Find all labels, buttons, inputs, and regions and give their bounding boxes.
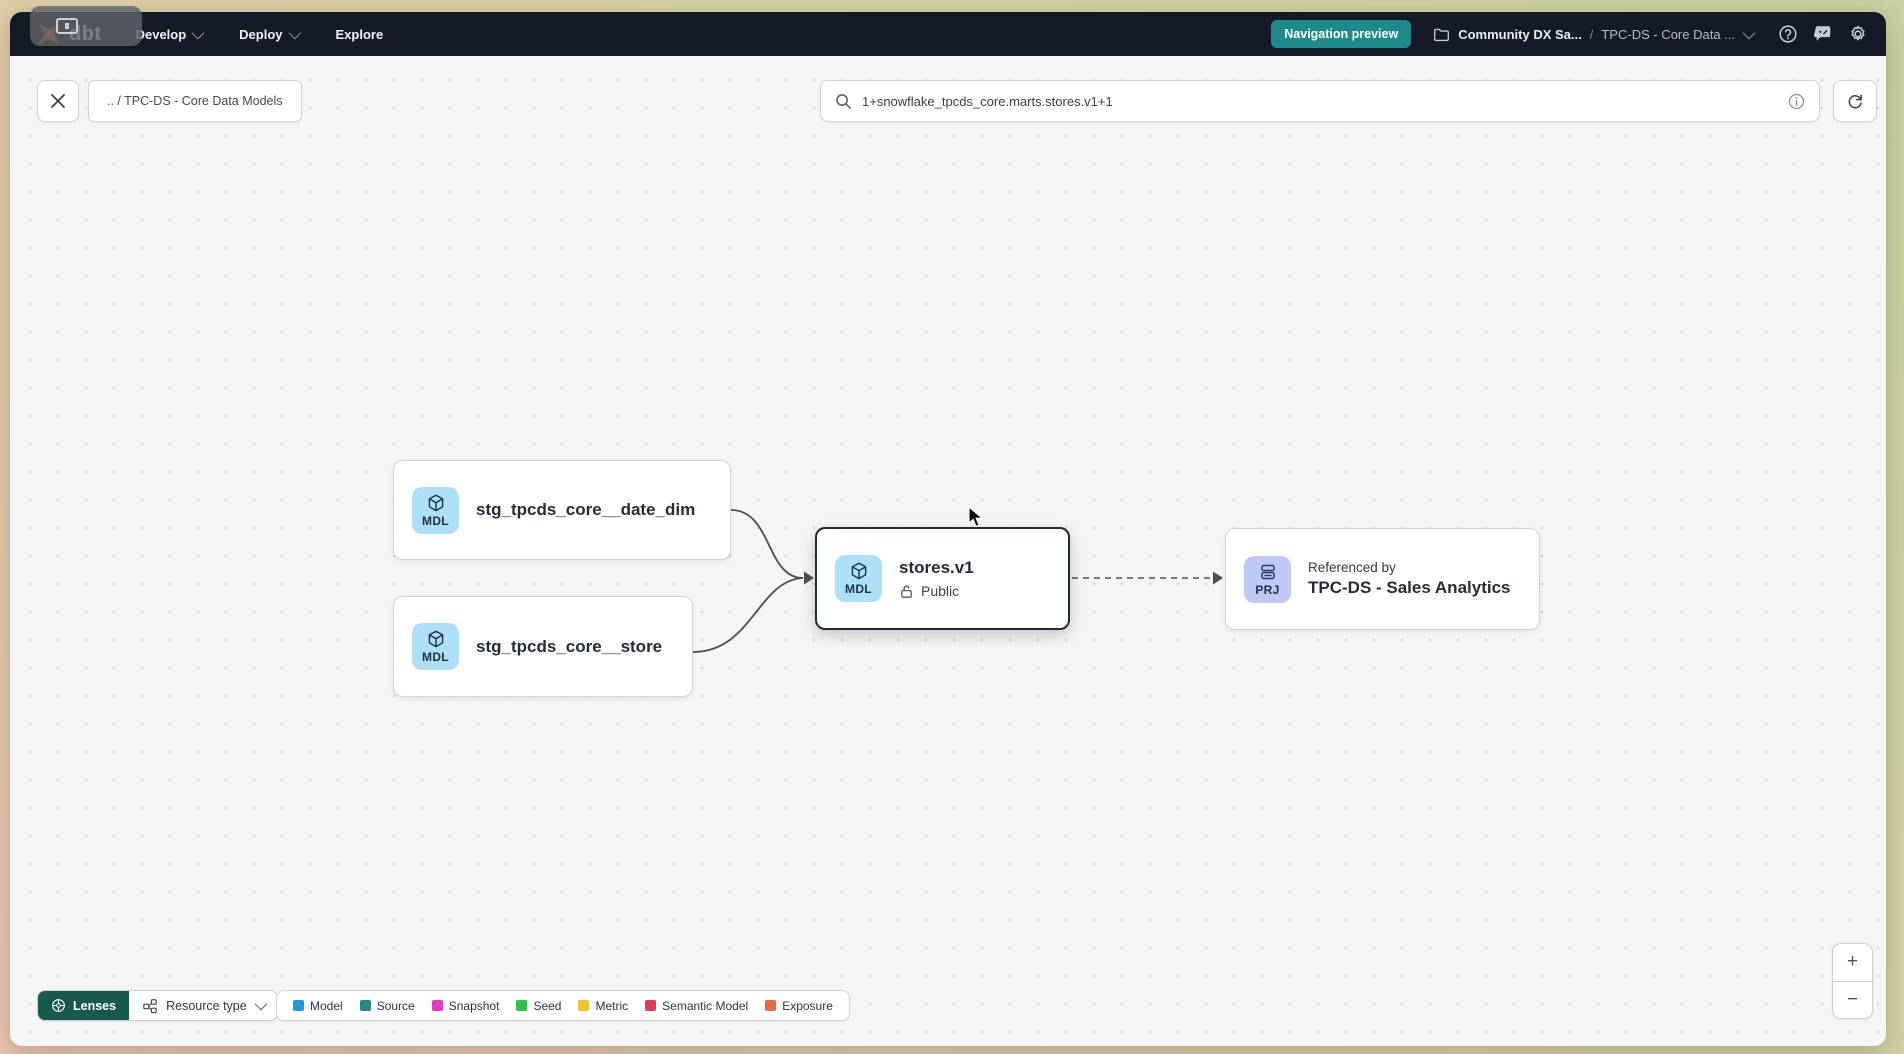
settings-icon[interactable] bbox=[1848, 24, 1868, 44]
screen-share-widget[interactable] bbox=[30, 6, 142, 46]
legend-item-semantic-model: Semantic Model bbox=[645, 999, 748, 1013]
unlock-icon bbox=[901, 585, 912, 598]
node-stg-tpcds-core-date-dim[interactable]: MDL stg_tpcds_core__date_dim bbox=[393, 460, 731, 560]
refresh-icon bbox=[1848, 94, 1862, 109]
screen-icon bbox=[56, 18, 78, 34]
menu-develop[interactable]: Develop bbox=[136, 26, 205, 42]
chevron-down-icon bbox=[288, 26, 301, 39]
menu-explore[interactable]: Explore bbox=[335, 26, 384, 42]
model-badge: MDL bbox=[412, 486, 459, 534]
node-title: stg_tpcds_core__date_dim bbox=[476, 500, 696, 519]
cube-icon bbox=[428, 630, 443, 648]
snapshot-color-swatch bbox=[431, 1000, 443, 1011]
referenced-by-label: Referenced by bbox=[1308, 560, 1396, 575]
legend-item-metric: Metric bbox=[578, 999, 628, 1013]
chevron-down-icon bbox=[191, 26, 205, 39]
model-badge: MDL bbox=[835, 555, 882, 602]
cube-icon bbox=[851, 562, 866, 580]
breadcrumb-project[interactable]: Community DX Sa... bbox=[1458, 26, 1582, 42]
breadcrumb[interactable]: Community DX Sa... / TPC-DS - Core Data … bbox=[1433, 26, 1756, 43]
legend-item-exposure: Exposure bbox=[765, 999, 833, 1013]
legend-item-source: Source bbox=[359, 999, 415, 1013]
close-button[interactable] bbox=[37, 80, 79, 122]
layers-icon bbox=[1260, 564, 1275, 579]
chevron-down-icon[interactable] bbox=[1742, 26, 1756, 39]
node-title: stg_tpcds_core__store bbox=[476, 636, 663, 656]
info-icon[interactable] bbox=[1788, 93, 1805, 110]
node-referenced-by-project[interactable]: PRJ Referenced by TPC-DS - Sales Analyti… bbox=[1225, 528, 1540, 630]
feedback-icon[interactable] bbox=[1813, 24, 1833, 44]
source-color-swatch bbox=[359, 1000, 371, 1011]
lineage-canvas[interactable]: .. / TPC-DS - Core Data Models bbox=[10, 56, 1886, 1046]
help-icon[interactable] bbox=[1778, 24, 1798, 44]
zoom-out-button[interactable]: − bbox=[1846, 988, 1859, 1010]
lineage-search-bar[interactable] bbox=[820, 80, 1820, 122]
search-icon bbox=[836, 93, 851, 109]
zoom-controls: + − bbox=[1832, 943, 1873, 1019]
model-color-swatch bbox=[293, 1000, 304, 1011]
node-stores-v1[interactable]: MDL stores.v1 Public bbox=[815, 527, 1070, 630]
breadcrumb-separator: / bbox=[1589, 26, 1594, 42]
access-label: Public bbox=[921, 583, 960, 599]
close-icon bbox=[51, 94, 65, 108]
menu-deploy[interactable]: Deploy bbox=[239, 26, 301, 42]
seed-color-swatch bbox=[516, 1000, 528, 1011]
model-badge: MDL bbox=[412, 623, 459, 670]
semantic-model-color-swatch bbox=[645, 1000, 657, 1011]
resource-legend: Model Source Snapshot Seed Metric bbox=[276, 990, 850, 1021]
legend-item-snapshot: Snapshot bbox=[431, 999, 499, 1013]
exposure-color-swatch bbox=[765, 1000, 777, 1011]
breadcrumb-current[interactable]: TPC-DS - Core Data ... bbox=[1601, 26, 1735, 42]
top-navbar: dbt Develop Deploy Explore Navigation pr… bbox=[10, 12, 1886, 56]
node-title: stores.v1 bbox=[899, 558, 974, 577]
metric-color-swatch bbox=[578, 1000, 590, 1011]
refresh-button[interactable] bbox=[1833, 80, 1877, 122]
lens-icon bbox=[52, 999, 65, 1012]
chevron-down-icon bbox=[254, 997, 267, 1011]
dbt-app-window: dbt Develop Deploy Explore Navigation pr… bbox=[10, 12, 1886, 1046]
node-stg-tpcds-core-store[interactable]: MDL stg_tpcds_core__store bbox=[393, 596, 693, 697]
access-row: Public bbox=[899, 583, 974, 599]
lenses-button[interactable]: Lenses bbox=[38, 991, 130, 1020]
lineage-path-chip[interactable]: .. / TPC-DS - Core Data Models bbox=[88, 80, 302, 122]
resource-type-dropdown[interactable]: Resource type bbox=[129, 991, 277, 1020]
legend-item-seed: Seed bbox=[516, 999, 561, 1013]
project-badge: PRJ bbox=[1244, 555, 1291, 603]
search-input[interactable] bbox=[862, 93, 1788, 109]
graph-nodes-icon bbox=[143, 998, 157, 1013]
cube-icon bbox=[428, 494, 443, 511]
view-controls: Lenses Resource type bbox=[37, 990, 278, 1021]
legend-item-model: Model bbox=[293, 999, 343, 1013]
navigation-preview-badge[interactable]: Navigation preview bbox=[1271, 20, 1412, 48]
mouse-cursor bbox=[968, 506, 984, 528]
node-title: TPC-DS - Sales Analytics bbox=[1308, 578, 1511, 597]
folder-icon bbox=[1434, 28, 1450, 41]
zoom-in-button[interactable]: + bbox=[1833, 944, 1872, 982]
